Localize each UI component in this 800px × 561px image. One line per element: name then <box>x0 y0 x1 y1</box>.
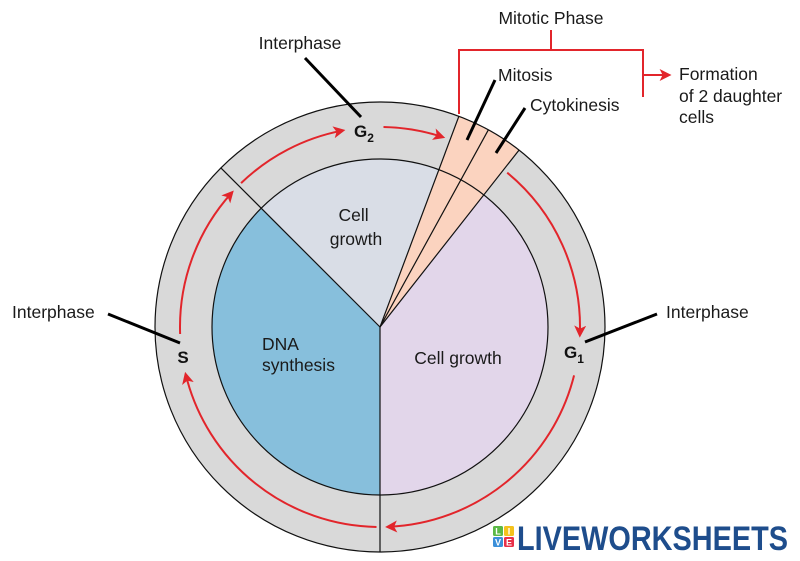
liveworksheets-logo: L I V E LIVEWORKSHEETS <box>493 520 788 558</box>
logo-tile-l <box>493 526 503 536</box>
cycle-arrow-s-upper <box>179 190 234 335</box>
mitotic-phase-bracket <box>458 30 672 114</box>
sector-mitosis <box>380 116 489 327</box>
leader-line-interphase-left <box>107 312 181 345</box>
logo-tile-i <box>504 526 514 536</box>
divider-mitosis-cytokinesis <box>379 129 489 328</box>
sector-g1-cell-growth <box>380 194 549 495</box>
sector-label-g1: Cell growth <box>414 348 502 368</box>
logo-tile-e-letter: E <box>506 538 512 548</box>
logo-tile-i-letter: I <box>508 527 511 537</box>
stage-label-g1: G1 <box>564 343 584 366</box>
mitotic-phase-label: Mitotic Phase <box>498 8 603 28</box>
leader-line-mitosis <box>465 79 497 141</box>
sector-label-s: DNA synthesis <box>262 334 335 375</box>
sector-s-dna-synthesis <box>212 208 380 495</box>
stage-label-g2: G2 <box>354 122 374 145</box>
outcome-line-3: cells <box>679 107 714 127</box>
logo-tile-v-letter: V <box>495 538 501 548</box>
cycle-arrow-g2-to-mitosis <box>383 126 446 140</box>
stage-g2-subscript: 2 <box>367 131 374 145</box>
cytokinesis-label: Cytokinesis <box>530 95 620 115</box>
divider-s-g2 <box>220 167 381 328</box>
cycle-arrow-to-s <box>182 371 377 528</box>
logo-tile-l-letter: L <box>495 527 501 537</box>
outcome-line-1: Formation <box>679 64 758 84</box>
cycle-arrow-to-g1 <box>506 171 587 338</box>
divider-cytokinesis-g1 <box>379 149 520 328</box>
sector-label-g2-line-2: growth <box>330 229 383 249</box>
mitosis-label: Mitosis <box>498 65 553 85</box>
outcome-line-2: of 2 daughter <box>679 86 782 106</box>
cycle-arrow-g1-lower <box>385 375 576 533</box>
sector-label-s-line-2: synthesis <box>262 355 335 375</box>
logo-tile-e <box>504 537 514 547</box>
stage-g1-subscript: 1 <box>577 352 584 366</box>
leader-line-interphase-right <box>584 312 658 344</box>
stage-g2-letter: G <box>354 122 367 141</box>
interphase-label-left: Interphase <box>12 302 95 322</box>
divider-g2-mitosis <box>379 116 460 328</box>
stage-g1-letter: G <box>564 343 577 362</box>
outcome-label: Formation of 2 daughter cells <box>679 64 787 127</box>
sector-label-g2-line-1: Cell <box>338 205 368 225</box>
sector-cytokinesis <box>380 129 520 327</box>
interphase-label-right: Interphase <box>666 302 749 322</box>
sector-label-s-line-1: DNA <box>262 334 299 354</box>
interphase-label-top: Interphase <box>259 33 342 53</box>
sector-label-g2: Cell growth <box>330 205 383 249</box>
stage-label-s: S <box>177 348 188 367</box>
logo-tile-v <box>493 537 503 547</box>
leader-line-cytokinesis <box>494 107 527 154</box>
sector-g2-cell-growth <box>261 159 439 327</box>
logo-wordmark: LIVEWORKSHEETS <box>517 520 788 558</box>
cycle-arrow-to-g2 <box>240 126 346 184</box>
leader-line-interphase-top <box>303 56 363 119</box>
